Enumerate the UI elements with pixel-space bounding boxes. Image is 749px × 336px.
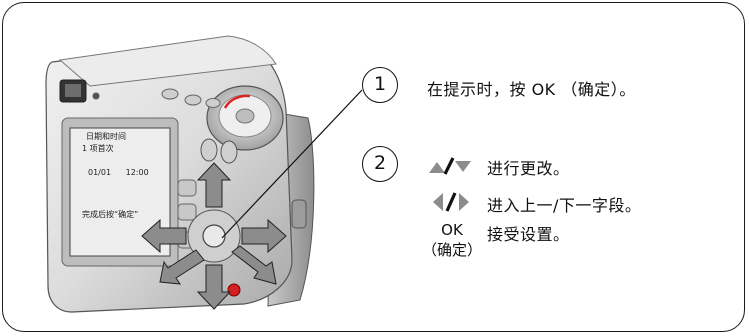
- change-text: 进行更改。: [487, 159, 570, 178]
- step-2-number: 2: [362, 146, 398, 182]
- nav-arrows: [141, 162, 287, 310]
- screen-time: 12:00: [125, 168, 149, 177]
- leader-line: [221, 89, 363, 239]
- screen-date: 01/01: [88, 168, 112, 177]
- camera-top: [58, 35, 277, 87]
- up-down-arrows-icon: [429, 157, 471, 175]
- accept-text: 接受设置。: [487, 225, 570, 244]
- step-1-number: 1: [362, 67, 398, 103]
- screen-footer: 完成后按“确定”: [82, 210, 139, 219]
- ok-label-line2: （确定）: [421, 241, 482, 259]
- field-nav-text: 进入上一/下一字段。: [487, 196, 642, 215]
- screen-title: 日期和时间: [86, 132, 126, 141]
- screen-subtitle: 1 项首次: [82, 144, 114, 153]
- ok-label-line1: OK: [441, 221, 463, 239]
- camera-screen-text: 日期和时间 1 项首次 01/01 12:00 完成后按“确定”: [72, 131, 168, 253]
- red-button: [227, 283, 241, 297]
- instruction-panel-frame: [2, 2, 745, 332]
- left-right-arrows-icon: [433, 192, 469, 212]
- step-1-text: 在提示时，按 OK （确定）。: [427, 80, 636, 99]
- strap-lug: [291, 199, 307, 229]
- ok-button: [202, 224, 226, 248]
- ok-label: OK （确定）: [417, 220, 487, 260]
